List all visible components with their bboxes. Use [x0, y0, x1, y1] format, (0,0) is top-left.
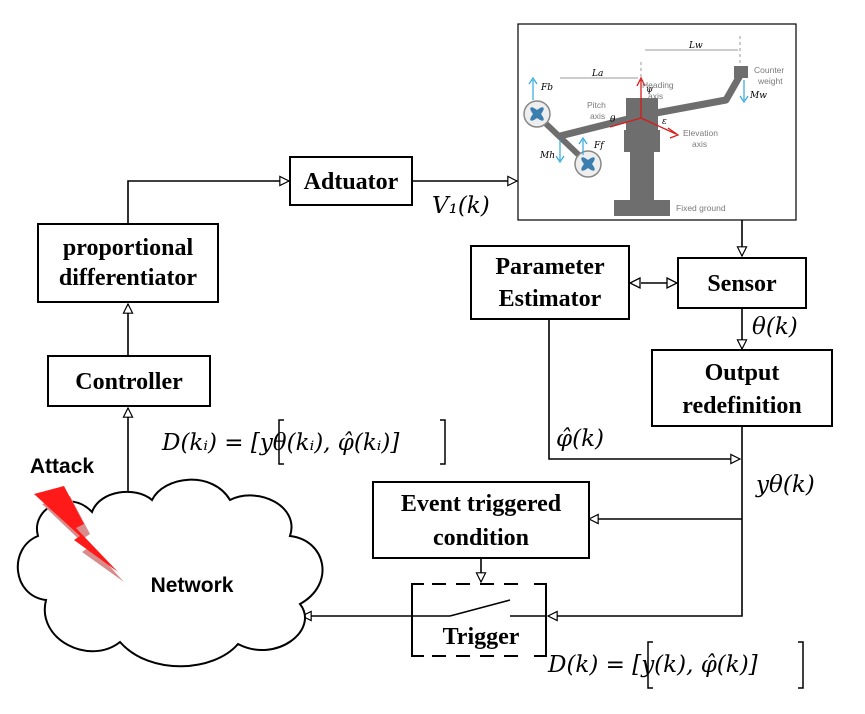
estimator-label-line1: Parameter — [495, 254, 605, 280]
epsilon-label: ε — [662, 117, 667, 127]
sensor-block: Sensor — [677, 257, 807, 309]
pd-to-actuator-arrow — [127, 181, 289, 224]
d-k-label: D(k) = [y(k), φ̂(k)] — [547, 652, 758, 678]
helicopter-arm — [559, 70, 746, 140]
ff-label: Ff — [593, 141, 605, 151]
psi-label: ψ — [646, 85, 654, 95]
la-label: La — [591, 69, 603, 79]
pd-label-line2: differentiator — [59, 265, 198, 291]
fb-label: Fb — [540, 83, 553, 93]
estimator-label-line2: Estimator — [499, 286, 602, 312]
output-to-trigger-arrow — [548, 426, 743, 616]
estimator-block: Parameter Estimator — [470, 245, 630, 320]
d-ki-signal: D(kᵢ) = [yθ(kᵢ), φ̂(kᵢ)] — [161, 419, 446, 465]
phi-hat-signal-label: φ̂(k) — [556, 426, 604, 452]
front-rotor — [523, 100, 551, 128]
elevation-axis-icon — [640, 117, 677, 135]
network-cloud-icon — [16, 478, 324, 668]
fixed-ground-base — [614, 200, 670, 216]
sensor-label: Sensor — [707, 271, 777, 297]
controller-block: Controller — [47, 355, 211, 407]
d-ki-label: D(kᵢ) = [yθ(kᵢ), φ̂(kᵢ)] — [161, 430, 399, 456]
y-theta-signal-label: yθ(k) — [755, 472, 815, 498]
pd-block: proportional differentiator — [37, 223, 219, 303]
attack-label: Attack — [30, 455, 95, 478]
support-tower — [630, 150, 654, 202]
back-rotor — [574, 150, 602, 178]
fixed-ground-label: Fixed ground — [676, 203, 726, 213]
network-cloud: Network — [16, 478, 324, 668]
estimator-phi-arrow — [548, 319, 740, 459]
mh-label: Mh — [539, 151, 555, 161]
controller-label: Controller — [75, 369, 183, 395]
event-label-line1: Event triggered — [401, 491, 562, 517]
mw-label: Mw — [749, 91, 767, 101]
output-redefinition-block: Output redefinition — [651, 349, 833, 427]
actuator-block: Adtuator — [289, 156, 413, 206]
actuator-label: Adtuator — [304, 169, 399, 195]
event-trigger-block: Event triggered condition — [372, 481, 590, 559]
rotor-arm — [537, 115, 587, 163]
output-label-line2: redefinition — [682, 393, 802, 419]
lightning-bolt-icon — [34, 486, 124, 582]
counter-weight-block — [734, 66, 748, 78]
lw-label: Lw — [688, 41, 703, 51]
theta-label: θ — [610, 115, 616, 125]
theta-signal-label: θ(k) — [752, 314, 798, 340]
trigger-switch: Trigger — [411, 583, 547, 657]
d-k-signal: D(k) = [y(k), φ̂(k)] — [547, 641, 804, 689]
pd-label-line1: proportional — [63, 235, 194, 261]
network-label: Network — [151, 574, 234, 597]
event-label-line2: condition — [433, 525, 529, 551]
switch-blade-icon — [449, 599, 511, 617]
trigger-label: Trigger — [443, 624, 520, 650]
output-label-line1: Output — [705, 360, 780, 386]
v1-signal-label: V₁(k) — [432, 193, 490, 219]
pitch-axis-icon — [609, 117, 642, 128]
